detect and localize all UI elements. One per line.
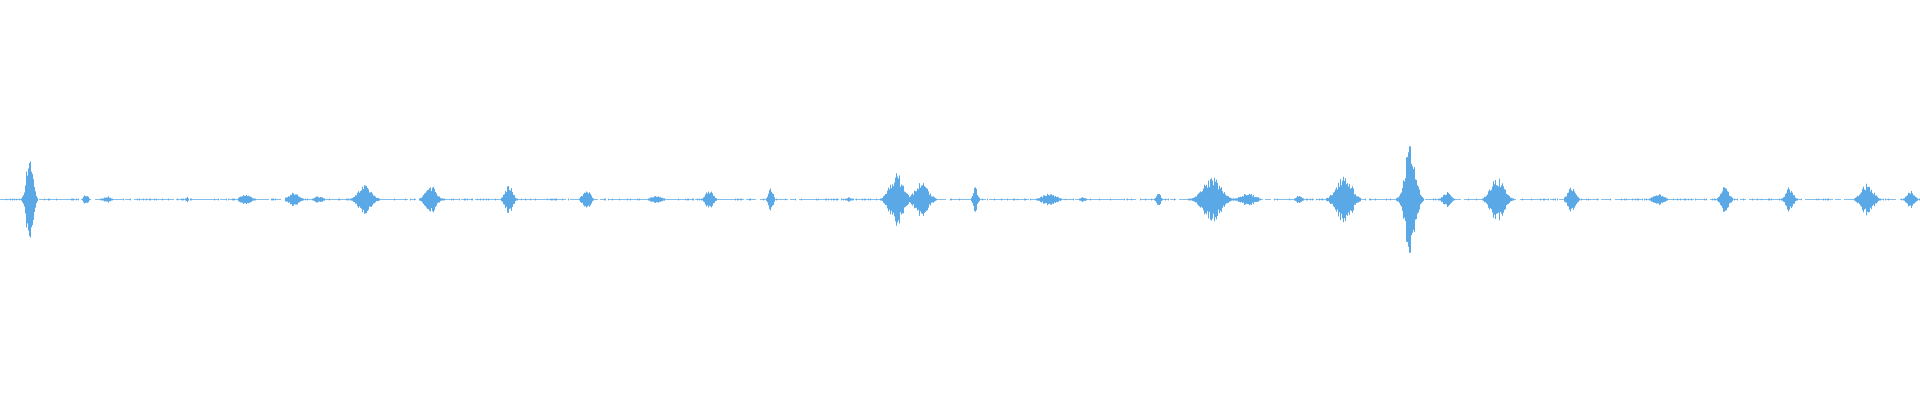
waveform-bars xyxy=(6,146,1920,253)
